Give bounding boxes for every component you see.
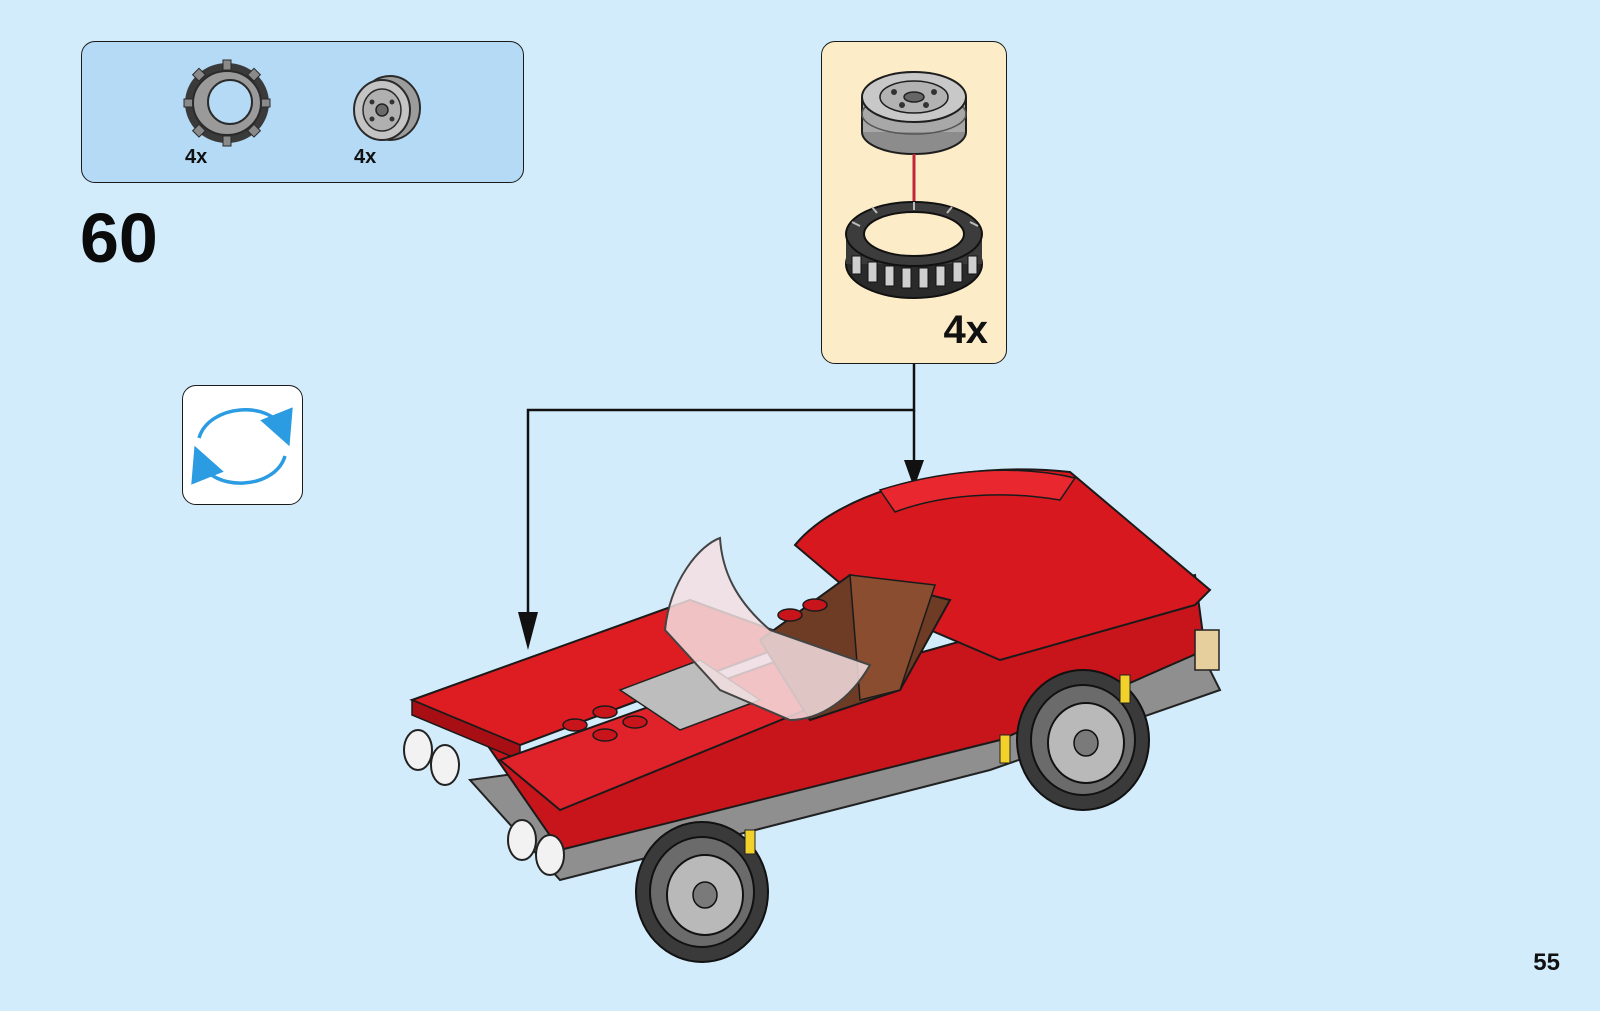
- page-number: 55: [1533, 949, 1560, 977]
